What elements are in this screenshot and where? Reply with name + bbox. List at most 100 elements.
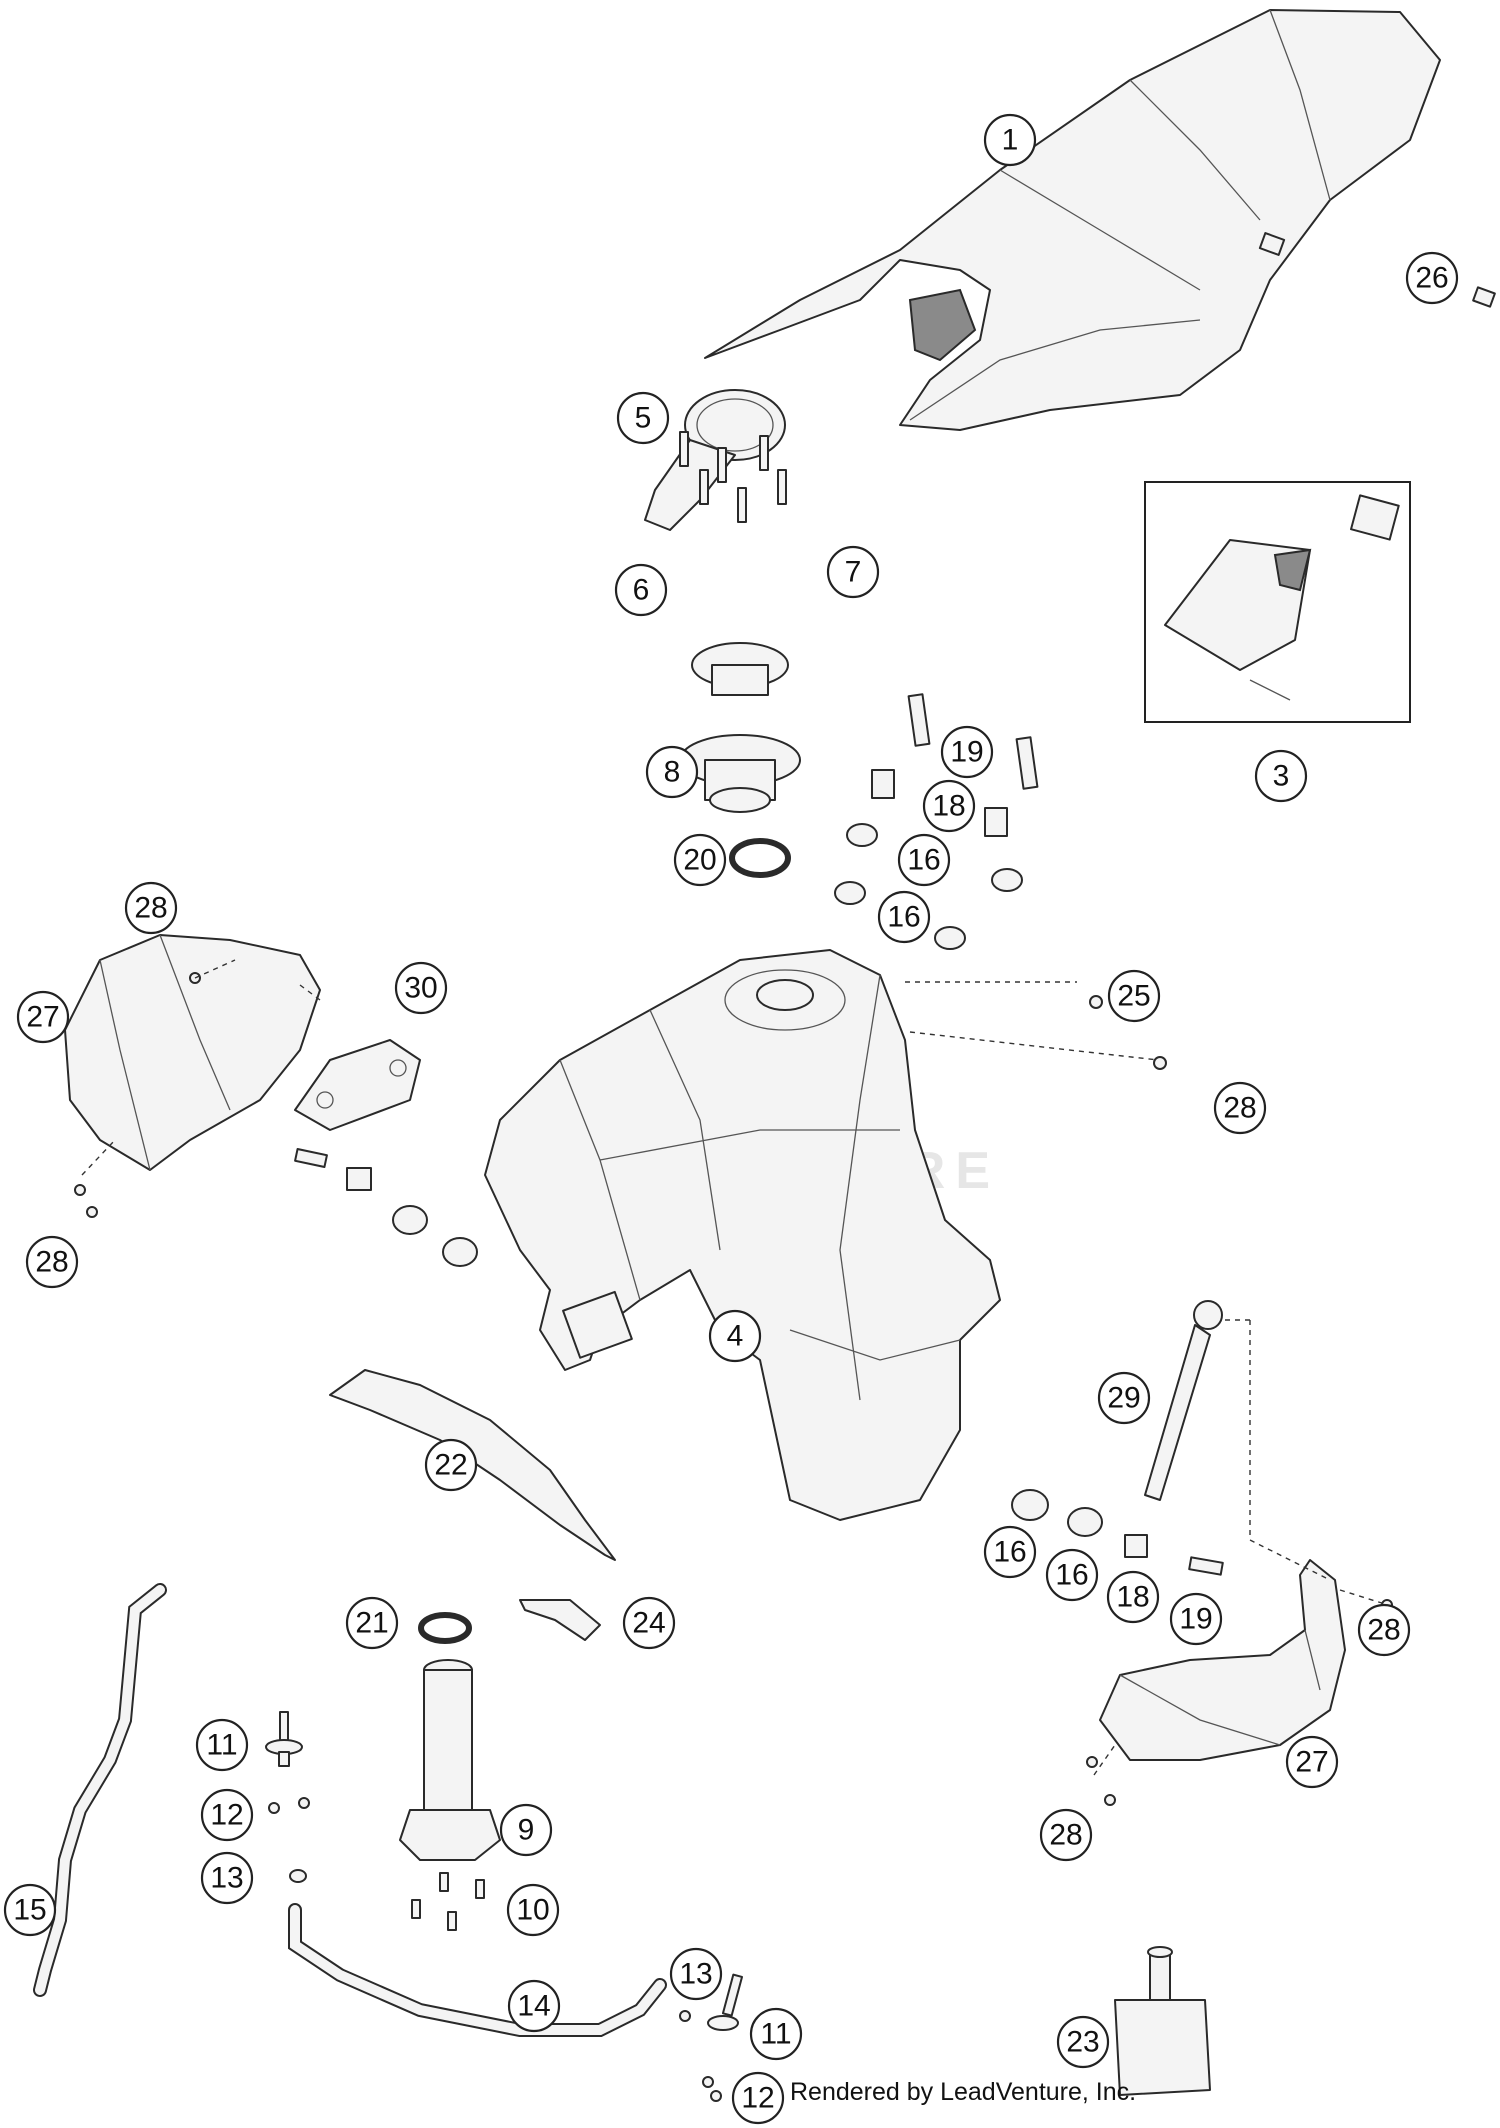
callout-26: 26: [1405, 251, 1459, 305]
fitting-hardware-left: [265, 1711, 310, 1883]
bracket-part: [294, 1039, 421, 1131]
pump-screws-part: [411, 1872, 485, 1931]
callout-16-bottom-a: 16: [983, 1525, 1037, 1579]
svg-text:13: 13: [679, 1958, 712, 1991]
svg-text:18: 18: [1116, 1581, 1149, 1614]
mount-hardware-top: [834, 693, 1039, 950]
callout-30: 30: [394, 961, 448, 1015]
callout-10: 10: [506, 1883, 560, 1937]
fuel-tank-part: [484, 949, 1001, 1521]
callout-19-top: 19: [940, 725, 994, 779]
callout-27-right: 27: [1285, 1735, 1339, 1789]
callout-6: 6: [614, 563, 668, 617]
clamp-part: [519, 1599, 601, 1641]
seat-clip-parts: [1258, 232, 1496, 308]
svg-text:29: 29: [1107, 1382, 1140, 1415]
svg-text:30: 30: [404, 972, 437, 1005]
seat-part: [704, 9, 1441, 431]
mount-hardware-left: [74, 972, 478, 1267]
callout-3: 3: [1254, 749, 1308, 803]
svg-text:8: 8: [664, 756, 681, 789]
svg-text:23: 23: [1066, 2026, 1099, 2059]
svg-text:12: 12: [210, 1799, 243, 1832]
svg-text:10: 10: [516, 1894, 549, 1927]
support-bar-part: [1144, 1300, 1223, 1501]
callout-11-right: 11: [749, 2007, 803, 2061]
callout-8: 8: [645, 745, 699, 799]
svg-text:16: 16: [907, 844, 940, 877]
callout-21: 21: [345, 1596, 399, 1650]
left-side-cover-part: [64, 934, 321, 1171]
svg-text:20: 20: [683, 844, 716, 877]
callout-5: 5: [616, 391, 670, 445]
fitting-hardware-right: [679, 1973, 744, 2102]
callout-28-right-top: 28: [1213, 1081, 1267, 1135]
callout-18-top: 18: [922, 779, 976, 833]
heat-shield-part: [329, 1369, 616, 1561]
svg-text:24: 24: [632, 1607, 665, 1640]
svg-text:16: 16: [1055, 1559, 1088, 1592]
screw-set-parts: [679, 431, 787, 523]
svg-text:6: 6: [633, 574, 650, 607]
callout-29: 29: [1097, 1371, 1151, 1425]
svg-text:28: 28: [1367, 1614, 1400, 1647]
callout-13-left: 13: [200, 1851, 254, 1905]
svg-text:16: 16: [887, 901, 920, 934]
filler-cover-part: [644, 389, 786, 531]
callout-16-top-b: 16: [877, 890, 931, 944]
callout-9: 9: [499, 1803, 553, 1857]
svg-text:14: 14: [517, 1990, 550, 2023]
svg-text:4: 4: [727, 1320, 744, 1353]
mount-hardware-right: [1011, 995, 1393, 1806]
callout-12-left: 12: [200, 1788, 254, 1842]
svg-text:13: 13: [210, 1862, 243, 1895]
callout-4: 4: [708, 1309, 762, 1363]
kit-box: [1144, 481, 1411, 723]
svg-text:21: 21: [355, 1607, 388, 1640]
svg-text:15: 15: [13, 1894, 46, 1927]
fuel-pump-part: [399, 1659, 501, 1861]
callout-27-left: 27: [16, 990, 70, 1044]
svg-text:7: 7: [845, 556, 862, 589]
svg-text:28: 28: [35, 1246, 68, 1279]
callout-7: 7: [826, 545, 880, 599]
callout-28-bottom-right: 28: [1039, 1808, 1093, 1862]
gasket-part: [729, 838, 791, 878]
svg-text:28: 28: [1049, 1819, 1082, 1852]
callout-16-bottom-b: 16: [1045, 1548, 1099, 1602]
callout-12-right: 12: [731, 2071, 785, 2125]
o-ring-part: [418, 1612, 472, 1644]
leader-lines: [81, 959, 1386, 1776]
fuel-hose-part: [288, 1903, 667, 2037]
callout-28-right-bottom: 28: [1357, 1603, 1411, 1657]
callout-11-left: 11: [195, 1718, 249, 1772]
callout-14: 14: [507, 1979, 561, 2033]
callout-1: 1: [983, 113, 1037, 167]
filler-cap-part: [679, 642, 801, 813]
svg-text:26: 26: [1415, 262, 1448, 295]
callout-22: 22: [424, 1438, 478, 1492]
svg-text:28: 28: [1223, 1092, 1256, 1125]
right-side-cover-part: [1099, 1559, 1346, 1761]
svg-text:9: 9: [518, 1814, 535, 1847]
callout-28-bottom-left: 28: [25, 1235, 79, 1289]
fuel-filter-part: [1114, 1946, 1211, 2096]
svg-text:22: 22: [434, 1449, 467, 1482]
callout-15: 15: [3, 1883, 57, 1937]
svg-text:19: 19: [1179, 1603, 1212, 1636]
svg-text:18: 18: [932, 790, 965, 823]
callout-19-bottom: 19: [1169, 1592, 1223, 1646]
svg-text:11: 11: [760, 2018, 791, 2051]
svg-text:11: 11: [206, 1729, 237, 1762]
callout-28-top-left: 28: [124, 881, 178, 935]
svg-text:16: 16: [993, 1536, 1026, 1569]
svg-text:27: 27: [26, 1001, 59, 1034]
svg-text:25: 25: [1117, 980, 1150, 1013]
svg-text:28: 28: [134, 892, 167, 925]
svg-text:12: 12: [741, 2082, 774, 2115]
vent-hose-part: [33, 1583, 167, 1997]
render-credit: Rendered by LeadVenture, Inc.: [790, 2078, 1137, 2106]
svg-text:19: 19: [950, 736, 983, 769]
callout-13-right: 13: [669, 1947, 723, 2001]
callout-25: 25: [1107, 969, 1161, 1023]
